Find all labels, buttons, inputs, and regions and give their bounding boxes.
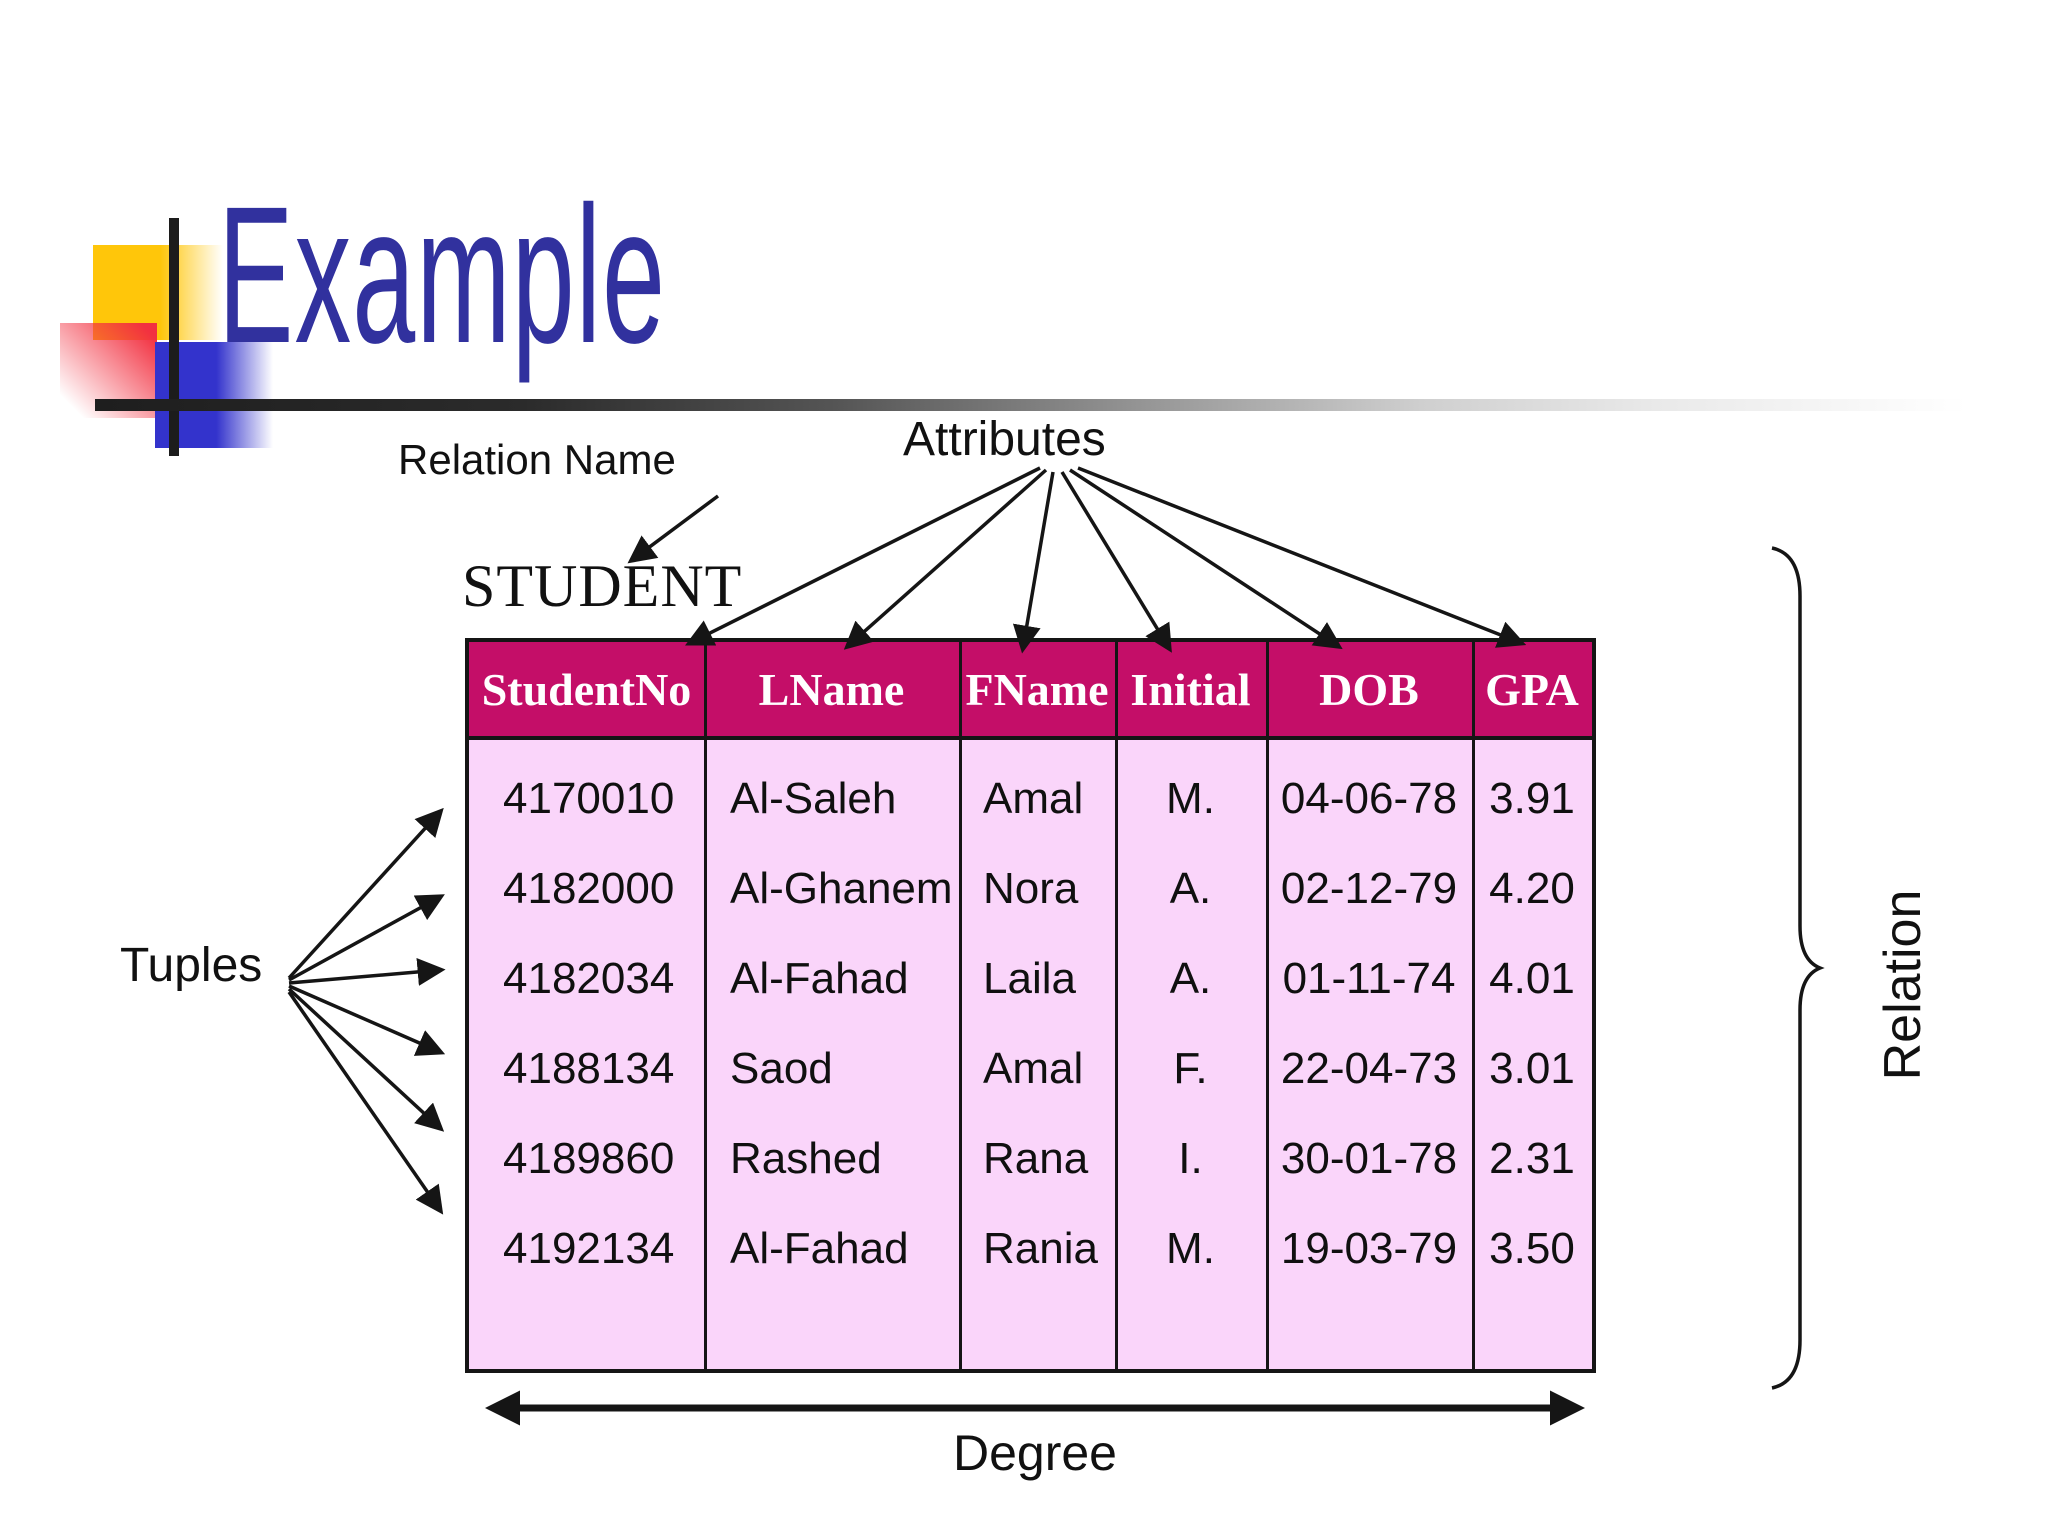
table-cell: Al-Saleh xyxy=(730,774,897,823)
table-cell: 3.01 xyxy=(1489,1044,1575,1093)
table-cell: Amal xyxy=(983,774,1084,823)
relation-brace xyxy=(1771,546,1825,1390)
decor-horizontal-rule xyxy=(95,399,2045,411)
table-cell: 22-04-73 xyxy=(1280,1044,1458,1093)
table-cell: 4.01 xyxy=(1489,954,1575,1003)
table-cell: 4182034 xyxy=(503,954,675,1003)
table-cell: 01-11-74 xyxy=(1282,954,1456,1003)
table-cell: 19-03-79 xyxy=(1280,1224,1458,1273)
column-header-fname: FName xyxy=(965,663,1109,715)
column-header-gpa: GPA xyxy=(1485,663,1579,715)
slide-title: Example xyxy=(218,166,667,384)
column-header-dob: DOB xyxy=(1319,663,1419,715)
table-cell: 2.31 xyxy=(1489,1134,1575,1183)
table-cell: 4189860 xyxy=(503,1134,675,1183)
table-cell: Nora xyxy=(983,864,1079,913)
table-cell: 3.50 xyxy=(1489,1224,1575,1273)
table-row: 4192134 Al-Fahad Rania M. 19-03-79 3.50 xyxy=(469,1204,1592,1294)
table-row: 4188134 Saod Amal F. 22-04-73 3.01 xyxy=(469,1024,1592,1114)
table-cell: Al-Fahad xyxy=(730,954,909,1003)
table-cell: 02-12-79 xyxy=(1280,864,1458,913)
table-cell: Saod xyxy=(730,1044,833,1093)
table-cell: 4.20 xyxy=(1489,864,1575,913)
relation-name-arrow xyxy=(627,494,720,564)
table-cell: M. xyxy=(1166,774,1215,823)
table-cell: A. xyxy=(1169,864,1212,913)
table-cell: A. xyxy=(1169,954,1212,1003)
table-row: 4189860 Rashed Rana I. 30-01-78 2.31 xyxy=(469,1114,1592,1204)
student-table: StudentNo LName FName Initial DOB GPA 4170010… xyxy=(465,638,1596,1373)
table-row: 4182000 Al-Ghanem Nora A. 02-12-79 4.20 xyxy=(469,844,1592,934)
relation-name-label: Relation Name xyxy=(398,436,676,483)
column-header-lname: LName xyxy=(758,663,905,715)
table-cell: 4182000 xyxy=(503,864,675,913)
tuples-arrows xyxy=(287,807,446,1215)
attributes-arrows xyxy=(684,466,1527,654)
table-cell: Rashed xyxy=(730,1134,882,1183)
decor-vertical-line xyxy=(169,218,179,456)
relation-name-value: STUDENT xyxy=(462,553,743,619)
table-cell: M. xyxy=(1166,1224,1215,1273)
table-cell: Al-Fahad xyxy=(730,1224,909,1273)
table-cell: Rania xyxy=(983,1224,1098,1273)
relation-label: Relation xyxy=(1874,889,1932,1081)
table-row: 4182034 Al-Fahad Laila A. 01-11-74 4.01 xyxy=(469,934,1592,1024)
table-cell: Al-Ghanem xyxy=(730,864,953,913)
table-row: 4170010 Al-Saleh Amal M. 04-06-78 3.91 xyxy=(469,754,1592,844)
tuples-label: Tuples xyxy=(120,939,263,992)
table-cell: 4188134 xyxy=(503,1044,675,1093)
degree-label: Degree xyxy=(953,1425,1117,1481)
table-cell: 4192134 xyxy=(503,1224,675,1273)
table-cell: 04-06-78 xyxy=(1280,774,1458,823)
table-cell: I. xyxy=(1178,1134,1203,1183)
column-header-studentno: StudentNo xyxy=(481,663,692,715)
table-cell: 3.91 xyxy=(1489,774,1575,823)
table-cell: Rana xyxy=(983,1134,1089,1183)
table-cell: Laila xyxy=(983,954,1076,1003)
table-cell: F. xyxy=(1173,1044,1208,1093)
table-cell: 4170010 xyxy=(503,774,675,823)
table-header-row: StudentNo LName FName Initial DOB GPA xyxy=(469,642,1592,740)
table-cell: 30-01-78 xyxy=(1280,1134,1458,1183)
attributes-label: Attributes xyxy=(903,413,1106,466)
table-cell: Amal xyxy=(983,1044,1084,1093)
column-header-initial: Initial xyxy=(1130,663,1251,715)
